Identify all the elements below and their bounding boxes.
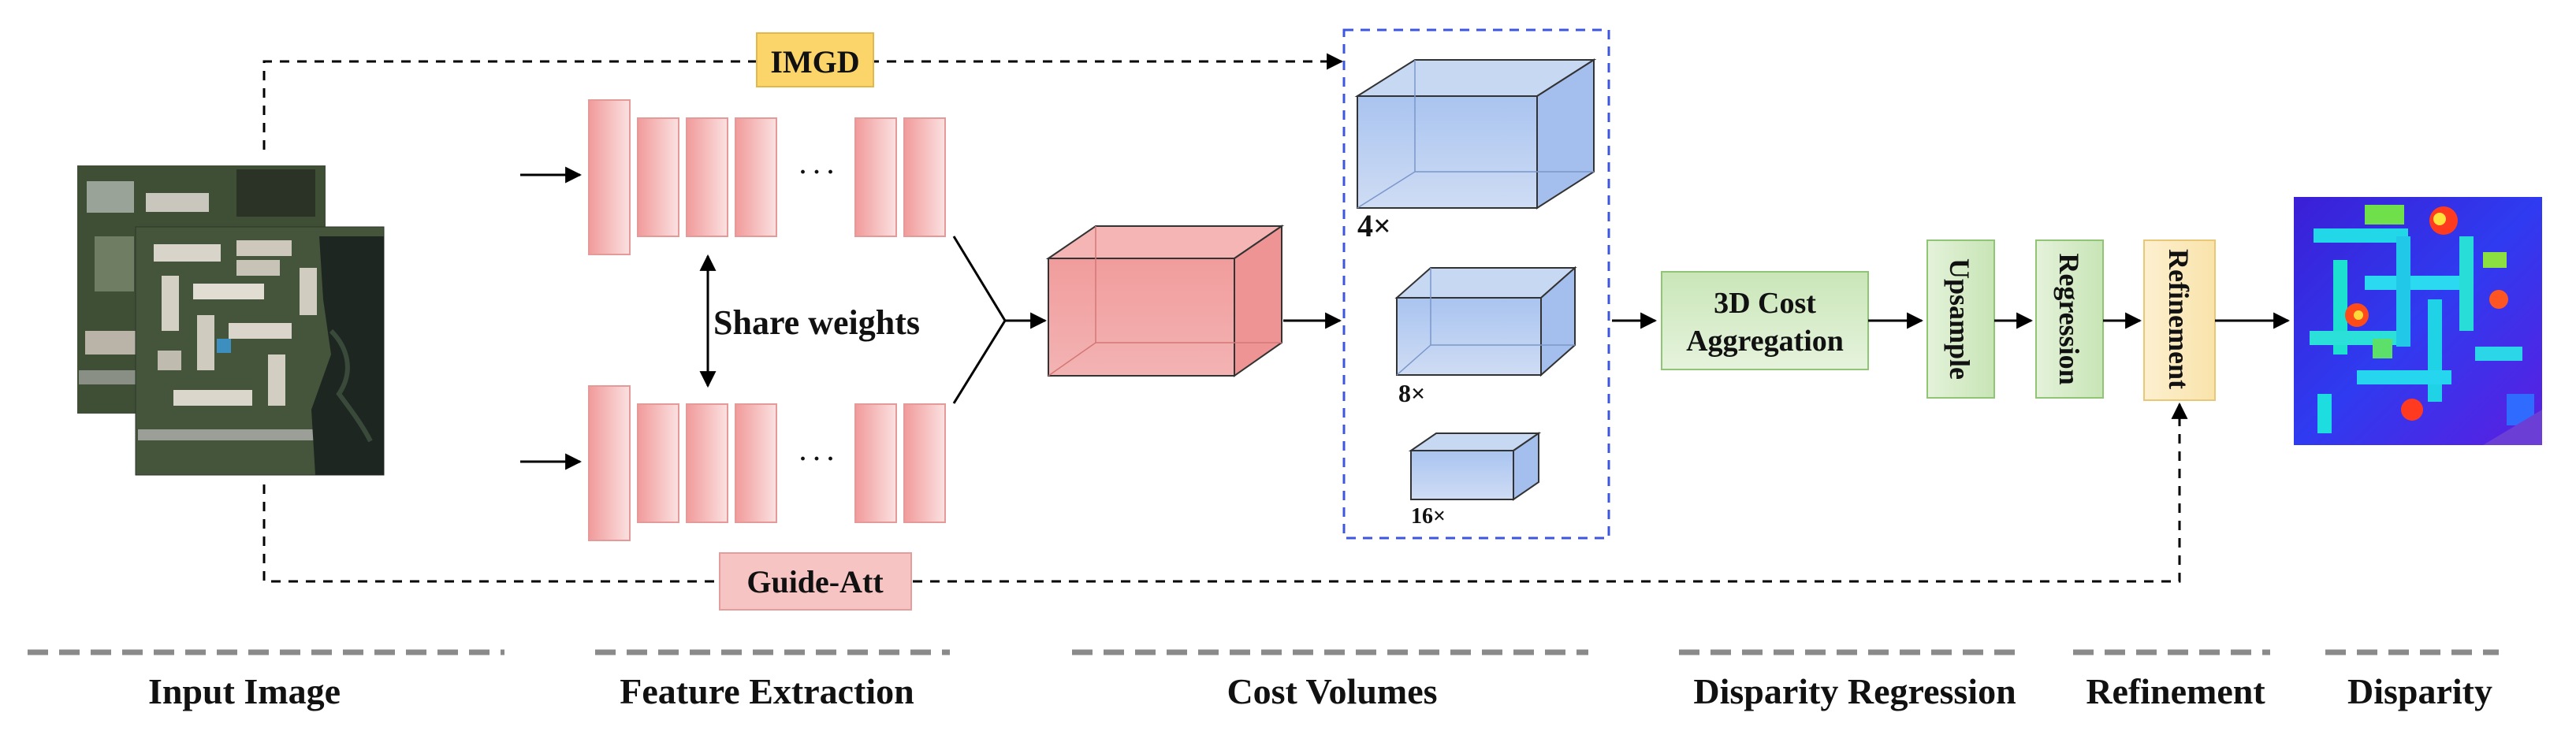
scale-4x-label: 4× [1357, 208, 1391, 243]
upsample-label: Upsample [1944, 258, 1975, 380]
volume-8x [1394, 265, 1577, 377]
section-refinement: Refinement [2086, 671, 2265, 711]
volume-16x [1408, 432, 1542, 501]
scale-16x-label: 16× [1411, 504, 1446, 529]
scale-8x-label: 8× [1398, 379, 1425, 407]
section-cost-volumes: Cost Volumes [1227, 671, 1437, 711]
imgd-label: IMGD [770, 44, 859, 80]
guide-att-box: Guide-Att [719, 552, 912, 611]
input-image-right [135, 226, 385, 476]
dots-bottom: · · · [798, 446, 834, 472]
share-weights-label: Share weights [713, 303, 920, 342]
imgd-box: IMGD [756, 32, 874, 87]
cost-volume-cube [1045, 225, 1285, 377]
cost-aggregation-line2: Aggregation [1686, 325, 1844, 358]
cost-aggregation-box: 3D Cost Aggregation [1661, 271, 1869, 370]
section-disparity: Disparity [2347, 671, 2492, 711]
section-input-image: Input Image [148, 671, 341, 711]
section-feature-extraction: Feature Extraction [620, 671, 914, 711]
upsample-box: Upsample [1926, 239, 1995, 399]
section-disparity-regression: Disparity Regression [1693, 671, 2016, 711]
volume-4x [1354, 58, 1597, 210]
refinement-box: Refinement [2143, 239, 2216, 401]
feature-stack-top: · · · [588, 99, 946, 255]
regression-box: Regression [2035, 239, 2104, 399]
disparity-map [2294, 197, 2542, 445]
refinement-label: Refinement [2163, 249, 2194, 389]
feature-stack-bottom: · · · [588, 385, 946, 541]
cost-aggregation-line1: 3D Cost [1714, 287, 1816, 320]
regression-label: Regression [2053, 253, 2085, 384]
input-image-pair [77, 165, 385, 476]
dots-top: · · · [798, 159, 834, 185]
cost-volumes-frame [1342, 28, 1610, 540]
guide-att-label: Guide-Att [746, 564, 884, 600]
